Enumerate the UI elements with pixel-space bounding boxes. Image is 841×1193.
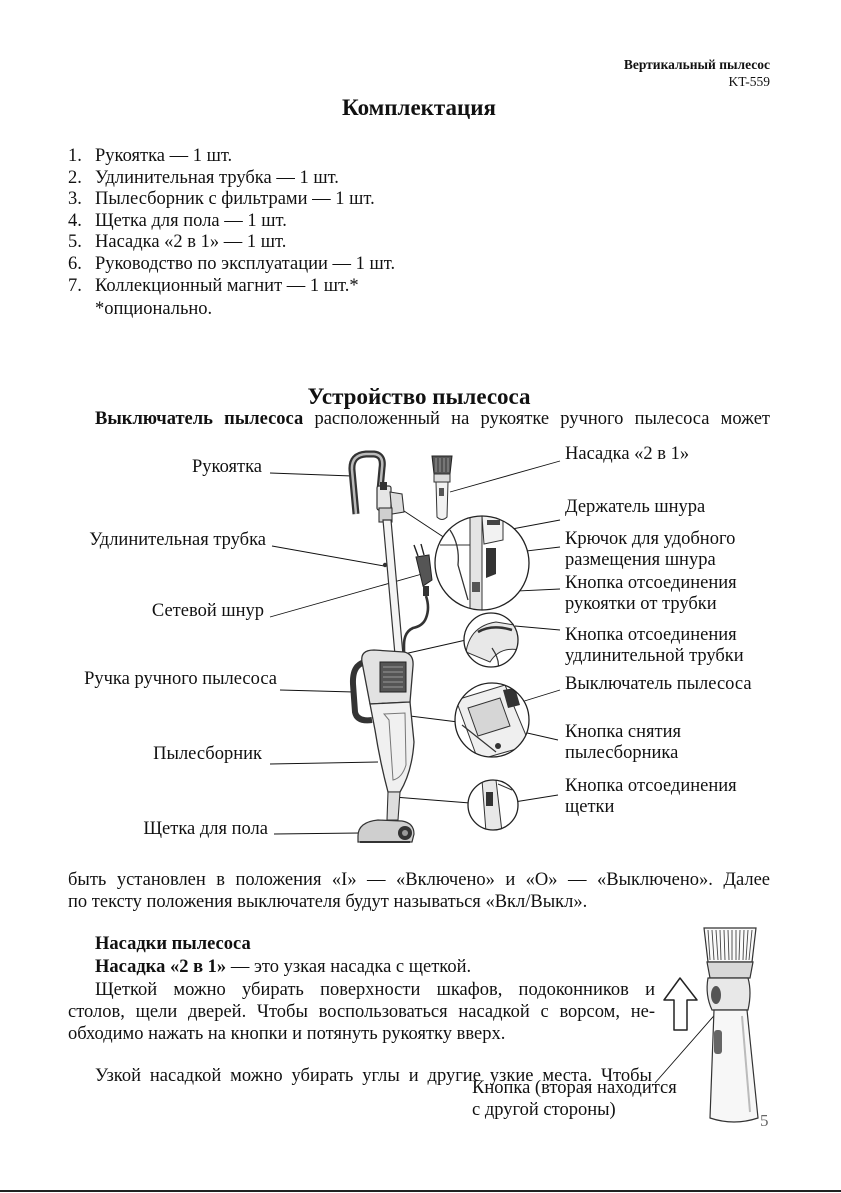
leader-floor-brush (273, 832, 361, 835)
label-handle: Рукоятка (192, 457, 262, 477)
label-cord-holder: Держатель шнура (565, 497, 705, 518)
vacuum-cleaner-drawing (348, 450, 433, 843)
leader-handle (269, 472, 353, 477)
list-item: Удлинительная трубка — 1 шт. (95, 168, 339, 188)
label-power-switch: Выключатель пылесоса (565, 674, 752, 695)
body-text-line: обходимо нажать на кнопки и потянуть рук… (68, 1024, 506, 1044)
page-number: 5 (760, 1111, 769, 1130)
caption-line: с другой стороны) (472, 1100, 616, 1120)
label-nozzle: Насадка «2 в 1» (565, 444, 689, 465)
leader-side-button (654, 1009, 720, 1084)
device-title: Устройство пылесоса (307, 384, 531, 409)
label-line: Кнопка отсоединения (565, 776, 737, 796)
connector-tube-to-detail (403, 639, 467, 655)
contents-note: *опционально. (95, 299, 213, 319)
label-line: удлинительной трубки (565, 645, 744, 666)
detail-circle-switch (454, 682, 530, 758)
device-intro-text: расположенный на рукоятке ручного пылесо… (314, 409, 770, 429)
list-item: Пылесборник с фильтрами — 1 шт. (95, 189, 375, 209)
label-floor-brush: Щетка для пола (143, 819, 268, 839)
label-line: размещения шнура (565, 549, 716, 570)
list-item: Руководство по эксплуатации — 1 шт. (95, 254, 396, 274)
nozzle-large-drawing (703, 927, 759, 1123)
label-dust-container: Пылесборник (153, 744, 262, 764)
leader-dust-container (269, 761, 379, 765)
device-intro-line: Выключатель пылесоса расположенный на ру… (95, 409, 770, 430)
detail-circle-handle (434, 515, 530, 611)
list-item-number: 5. (68, 232, 82, 252)
nozzle-small-drawing (431, 455, 453, 520)
list-item-number: 2. (68, 168, 82, 188)
body-text-line: Щеткой можно убирать поверхности шкафов,… (95, 980, 655, 1000)
label-line: Кнопка отсоединения (565, 625, 737, 645)
label-line: щетки (565, 796, 615, 817)
nozzle-text: — это узкая насадка с щеткой. (230, 957, 472, 977)
label-extension-tube: Удлинительная трубка (89, 530, 266, 550)
list-item: Рукоятка — 1 шт. (95, 146, 233, 166)
body-text-line: Узкой насадкой можно убирать углы и друг… (95, 1066, 652, 1086)
body-text-line: по тексту положения выключателя будут на… (68, 892, 588, 912)
caption-line: Кнопка (вторая находится (472, 1078, 677, 1098)
detail-circle-brush-joint (467, 779, 519, 831)
body-text-line: быть установлен в положения «I» — «Включ… (68, 870, 770, 890)
leader-nozzle (449, 460, 561, 493)
label-line: Крючок для удобного (565, 529, 736, 549)
label-line: Кнопка отсоединения (565, 573, 737, 593)
detail-circle-tube-joint (463, 612, 519, 668)
list-item: Коллекционный магнит — 1 шт.* (95, 276, 359, 296)
nozzle-description: Насадка «2 в 1» — это узкая насадка с ще… (95, 957, 471, 978)
leader-power-switch (517, 689, 561, 704)
list-item-number: 3. (68, 189, 82, 209)
header-product-name: Вертикальный пылесос (623, 57, 770, 72)
label-container-release-button: Кнопка снятия пылесборника (565, 722, 681, 763)
label-cord-hook: Крючок для удобного размещения шнура (565, 529, 735, 570)
body-text-line: столов, щели дверей. Чтобы воспользовать… (68, 1002, 655, 1022)
header-model: KT-559 (728, 74, 770, 89)
label-line: Держатель шнура (565, 497, 706, 517)
label-line: Насадка «2 в 1» (565, 444, 690, 464)
label-brush-release-button: Кнопка отсоединения щетки (565, 776, 737, 817)
button-caption: Кнопка (вторая находится с другой сторон… (472, 1077, 677, 1121)
label-power-cord: Сетевой шнур (151, 601, 264, 621)
label-tube-release-button: Кнопка отсоединения удлинительной трубки (565, 625, 744, 666)
leader-hand-vacuum-grip (279, 689, 355, 693)
label-line: рукоятки от трубки (565, 593, 717, 614)
connector-neck-to-detail (393, 796, 471, 804)
arrow-up-icon (663, 977, 698, 1031)
label-line: Выключатель пылесоса (565, 674, 752, 694)
list-item-number: 6. (68, 254, 82, 274)
connector-handle-to-detail (397, 506, 449, 541)
list-item: Насадка «2 в 1» — 1 шт. (95, 232, 287, 252)
label-line: пылесборника (565, 742, 679, 763)
list-item-number: 1. (68, 146, 82, 166)
list-item-number: 4. (68, 211, 82, 231)
label-line: Кнопка снятия (565, 722, 682, 742)
label-handle-release-button: Кнопка отсоединения рукоятки от трубки (565, 573, 737, 614)
nozzle-name: Насадка «2 в 1» (95, 957, 227, 977)
list-item-number: 7. (68, 276, 82, 296)
contents-title: Комплектация (342, 95, 496, 120)
leader-tube-release-button (514, 625, 561, 631)
device-intro-bold: Выключатель пылесоса (95, 409, 304, 429)
leader-extension-tube (271, 545, 385, 567)
label-hand-vacuum-grip: Ручка ручного пылесоса (84, 669, 277, 689)
list-item: Щетка для пола — 1 шт. (95, 211, 287, 231)
attachments-title: Насадки пылесоса (95, 934, 251, 954)
